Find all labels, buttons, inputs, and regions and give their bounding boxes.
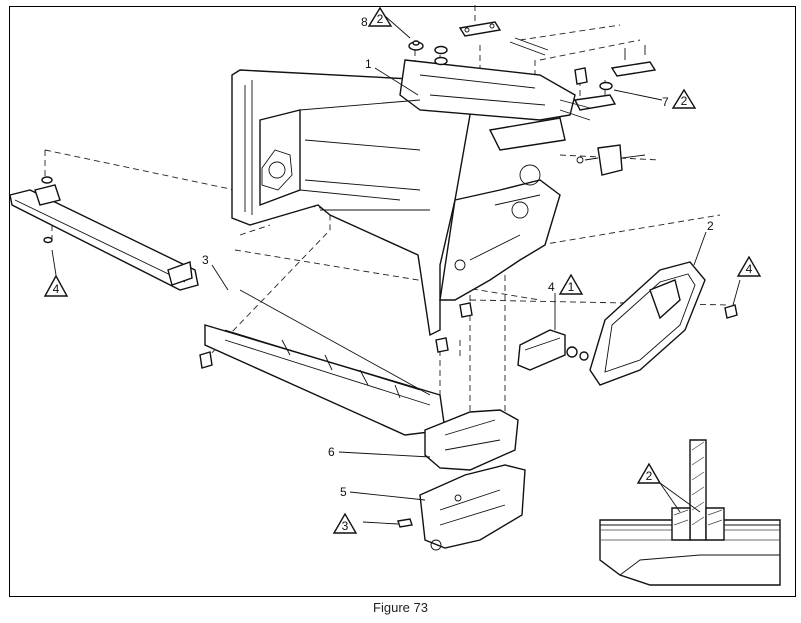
detail-inset bbox=[600, 440, 780, 585]
callout-4: 4 bbox=[548, 280, 555, 294]
svg-text:4: 4 bbox=[53, 282, 60, 296]
svg-text:3: 3 bbox=[342, 519, 349, 533]
triangle-ref-right-4: 4 bbox=[738, 257, 760, 276]
svg-text:1: 1 bbox=[568, 280, 575, 294]
triangle-ref-7: 2 bbox=[673, 90, 695, 108]
auger-housing-part-1 bbox=[232, 60, 575, 335]
svg-text:2: 2 bbox=[377, 12, 384, 26]
bracket-part-4 bbox=[436, 303, 588, 370]
triangle-ref-3: 3 bbox=[334, 514, 356, 533]
callout-5: 5 bbox=[340, 485, 347, 499]
shave-plate-left-part-4 bbox=[10, 177, 198, 290]
svg-text:4: 4 bbox=[746, 262, 753, 276]
triangle-ref-mid-1: 1 bbox=[560, 275, 582, 294]
callout-8: 8 bbox=[361, 15, 368, 29]
triangle-ref-detail-2: 2 bbox=[638, 464, 660, 483]
triangle-ref-8: 2 bbox=[369, 8, 391, 26]
svg-text:2: 2 bbox=[681, 94, 688, 108]
callout-7: 7 bbox=[662, 95, 669, 109]
callout-6: 6 bbox=[328, 445, 335, 459]
callout-1: 1 bbox=[365, 57, 372, 71]
belt-cover-part-2 bbox=[590, 262, 737, 385]
scraper-bar-part-3 bbox=[200, 290, 445, 435]
figure-caption: Figure 73 bbox=[0, 600, 801, 615]
triangle-ref-left-4: 4 bbox=[45, 276, 67, 296]
callout-3: 3 bbox=[202, 253, 209, 267]
svg-text:2: 2 bbox=[646, 469, 653, 483]
callout-2: 2 bbox=[707, 219, 714, 233]
